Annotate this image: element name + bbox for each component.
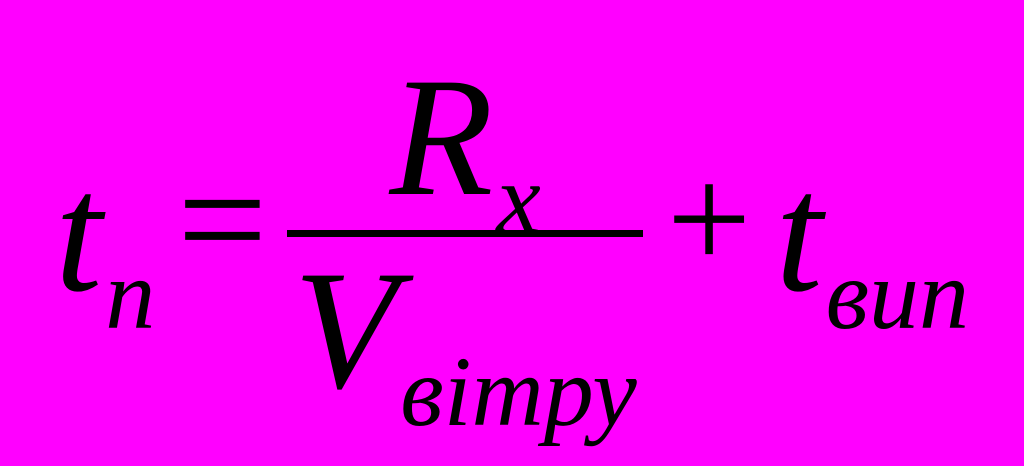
numerator-subscript: x (496, 142, 541, 254)
fraction: R x V вітру (287, 42, 643, 442)
numerator-base-symbol: R (389, 42, 494, 231)
lhs-base-symbol: t (54, 139, 103, 327)
fraction-bar (287, 229, 643, 237)
equation: t п = R x V вітру + t вип (54, 42, 969, 442)
denominator-subscript: вітру (400, 335, 637, 447)
equals-sign: = (177, 130, 268, 308)
denominator: V вітру (287, 235, 642, 442)
numerator: R x (383, 42, 546, 249)
lhs-subscript: п (105, 239, 156, 350)
denominator-base-symbol: V (293, 235, 398, 424)
rhs-term: t вип (775, 139, 969, 345)
lhs-term: t п (54, 139, 155, 345)
rhs-subscript: вип (825, 239, 970, 350)
rhs-base-symbol: t (775, 139, 823, 327)
plus-sign: + (666, 136, 752, 302)
